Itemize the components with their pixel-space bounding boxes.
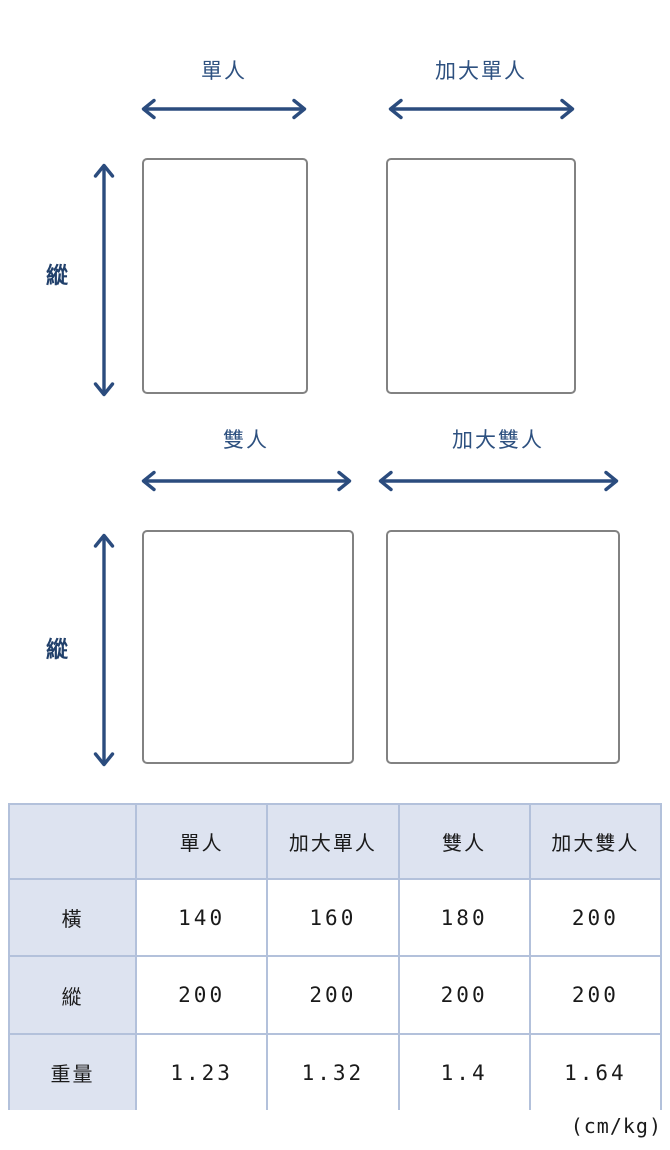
table-header-xl-single: 加大單人 bbox=[268, 805, 398, 878]
bed-rect-xl-double bbox=[386, 530, 620, 764]
bed-rect-single bbox=[142, 158, 308, 394]
table-cell: 1.64 bbox=[530, 1035, 660, 1110]
table-header-single: 單人 bbox=[137, 805, 267, 878]
bed-rect-double bbox=[142, 530, 354, 764]
row-label-width: 橫 bbox=[10, 880, 135, 955]
table-cell: 200 bbox=[268, 957, 398, 1033]
table-header-double: 雙人 bbox=[399, 805, 529, 878]
table-cell: 160 bbox=[268, 880, 398, 955]
length-arrow-row2 bbox=[91, 530, 117, 770]
table-header-corner bbox=[10, 805, 135, 878]
table-cell: 200 bbox=[530, 957, 660, 1033]
size-label-xl-single: 加大單人 bbox=[435, 60, 527, 83]
table-cell: 1.23 bbox=[137, 1035, 267, 1110]
size-label-xl-double: 加大雙人 bbox=[452, 429, 544, 452]
vertical-axis-label-row1: 縱 bbox=[45, 263, 68, 288]
width-arrow-single bbox=[138, 96, 310, 122]
table-cell: 1.32 bbox=[268, 1035, 398, 1110]
width-arrow-xl-double bbox=[375, 468, 622, 494]
table-header-xl-double: 加大雙人 bbox=[530, 805, 660, 878]
table-cell: 200 bbox=[530, 880, 660, 955]
table-cell: 1.4 bbox=[399, 1035, 529, 1110]
vertical-axis-label-row2: 縱 bbox=[45, 637, 68, 662]
unit-note: (cm/kg) bbox=[570, 1114, 662, 1138]
size-spec-table: 單人 加大單人 雙人 加大雙人 橫 140 160 180 200 縱 200 … bbox=[8, 803, 662, 1110]
length-arrow-row1 bbox=[91, 160, 117, 400]
row-label-weight: 重量 bbox=[10, 1035, 135, 1110]
table-cell: 200 bbox=[399, 957, 529, 1033]
table-cell: 200 bbox=[137, 957, 267, 1033]
width-arrow-double bbox=[138, 468, 355, 494]
table-cell: 180 bbox=[399, 880, 529, 955]
size-label-single: 單人 bbox=[201, 60, 247, 83]
table-cell: 140 bbox=[137, 880, 267, 955]
bed-rect-xl-single bbox=[386, 158, 576, 394]
row-label-length: 縱 bbox=[10, 957, 135, 1033]
width-arrow-xl-single bbox=[385, 96, 578, 122]
size-label-double: 雙人 bbox=[223, 429, 269, 452]
